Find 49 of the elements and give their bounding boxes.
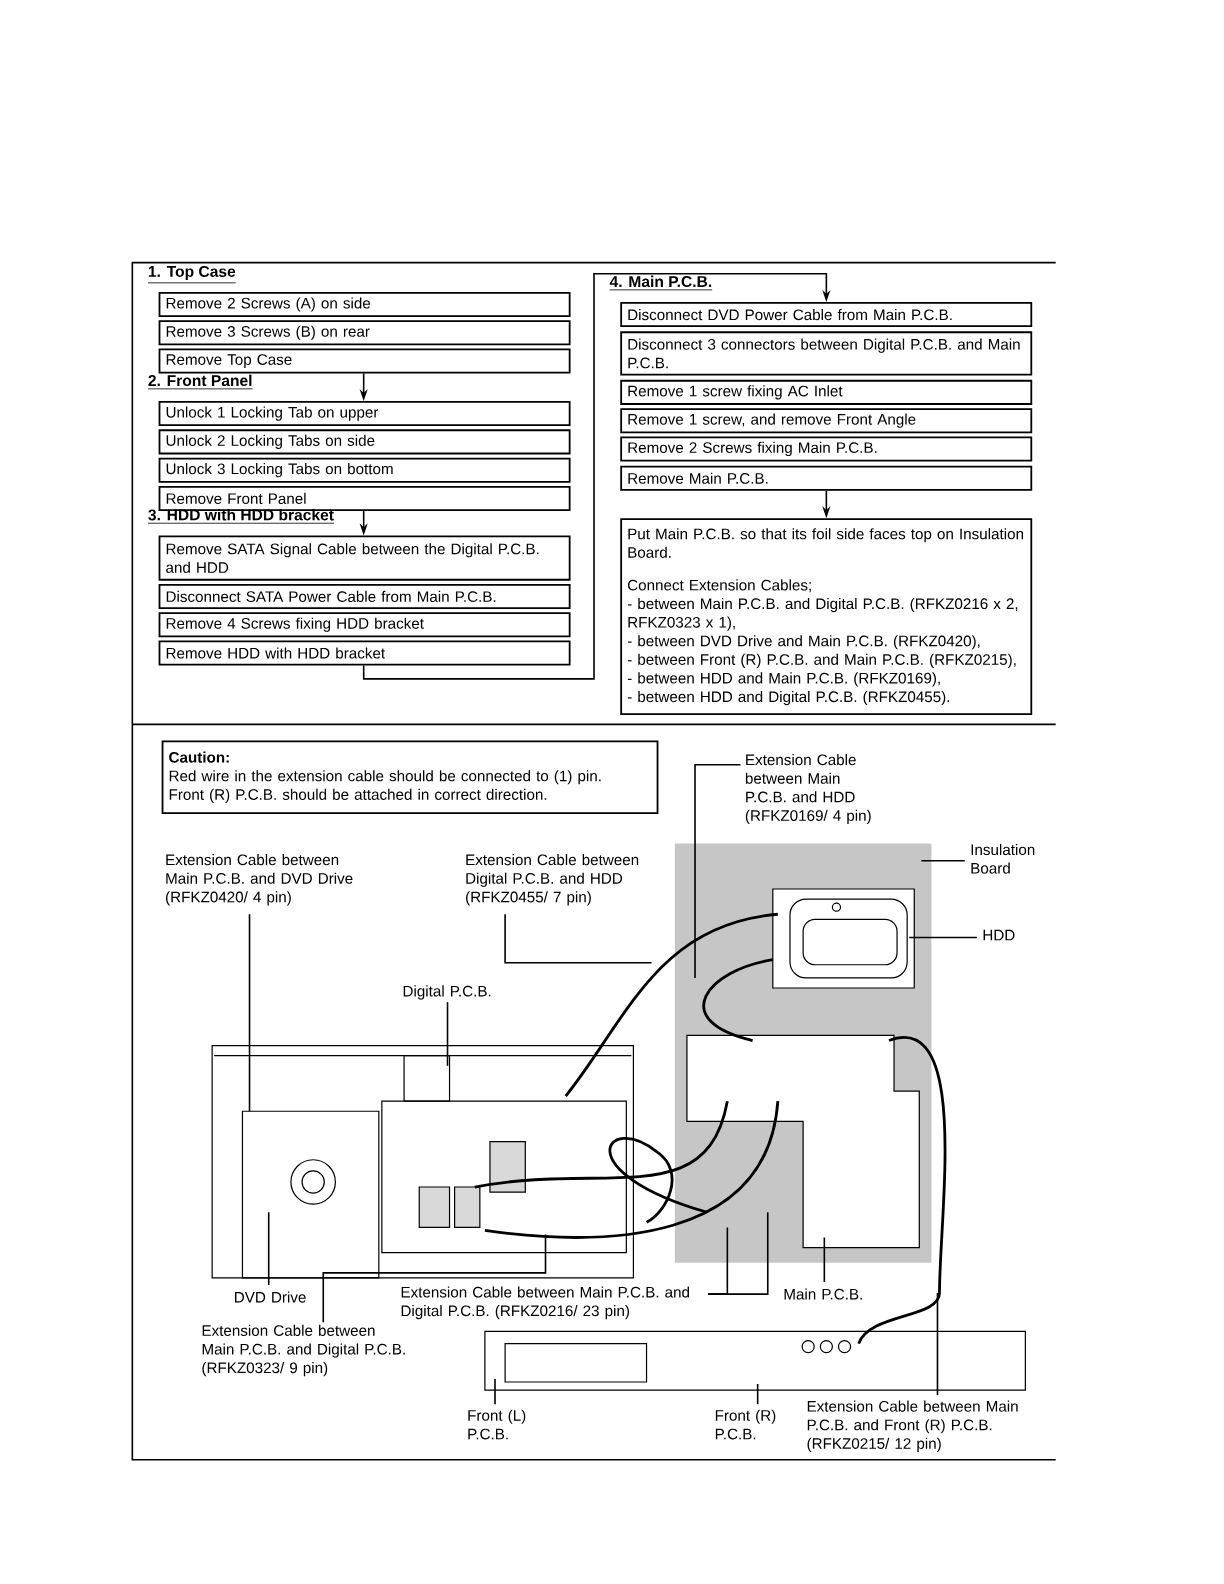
caution-box: Caution: Red wire in the extension cable should be connected to (1) pin. Front (R) P.C.B. should be attached in correct direction. bbox=[161, 740, 659, 814]
step-box: Unlock 1 Locking Tab on upper bbox=[158, 401, 571, 427]
leader-line bbox=[494, 1378, 496, 1405]
leader-line bbox=[707, 1211, 769, 1295]
callout-text: Main P.C.B. bbox=[784, 1288, 862, 1300]
step-box: Remove 2 Screws fixing Main P.C.B. bbox=[620, 436, 1033, 462]
step-box: Remove 2 Screws (A) on side bbox=[158, 291, 571, 317]
step-box: Remove HDD with HDD bracket bbox=[158, 640, 571, 666]
step-box: Remove Top Case bbox=[158, 348, 571, 374]
leader-line bbox=[248, 913, 251, 1113]
callout-text: Front (R) P.C.B. bbox=[715, 1409, 776, 1440]
step-box: Remove SATA Signal Cable between the Digital P.C.B. and HDD bbox=[158, 535, 571, 581]
leader-line bbox=[756, 1383, 759, 1405]
callout-text: Extension Cable between Main P.C.B. and Digital P.C.B. (RFKZ0216/ 23 pin) bbox=[401, 1286, 689, 1320]
leader-line bbox=[446, 1001, 449, 1067]
callout-text: Digital P.C.B. bbox=[403, 985, 491, 1000]
section-heading: 1. Top Case bbox=[147, 265, 236, 284]
leader-line bbox=[920, 859, 966, 862]
callout-text: Insulation Board bbox=[971, 843, 1035, 874]
leader-line bbox=[694, 763, 742, 979]
callout-text: Front (L) P.C.B. bbox=[468, 1409, 526, 1440]
section-heading: 2. Front Panel bbox=[147, 374, 253, 390]
leader-line bbox=[823, 1236, 825, 1283]
step-box: Unlock 2 Locking Tabs on side bbox=[158, 429, 571, 455]
step-box: Disconnect DVD Power Cable from Main P.C.B. bbox=[620, 302, 1033, 328]
leader-line bbox=[504, 913, 653, 964]
step-box: Disconnect 3 connectors between Digital P.C.B. and Main P.C.B. bbox=[620, 331, 1033, 376]
callout-text: HDD bbox=[983, 929, 1015, 941]
callout-text: Extension Cable between Digital P.C.B. and HDD (RFKZ0455/ 7 pin) bbox=[465, 854, 638, 906]
leader-line bbox=[908, 936, 978, 939]
step-box: Remove 1 screw, and remove Front Angle bbox=[620, 408, 1033, 434]
callout-text: Extension Cable between Main P.C.B. and Front (R) P.C.B. (RFKZ0215/ 12 pin) bbox=[807, 1400, 1018, 1452]
instruction-box: Put Main P.C.B. so that its foil side faces top on Insulation Board. Connect Extension Cables; - between Main P.C.B. and Digital P.C.B. (RFKZ0216 x 2, RFKZ0323 x 1), - between DVD Drive and Main P.C.B. (RFKZ0420), - between Front (R) P.C.B. and Main P.C.B. (RFKZ0215), - between HDD and Main P.C.B. (RFKZ0169), - between HDD and Digital P.C.B. (RFKZ0455). bbox=[620, 518, 1033, 716]
step-box: Remove 3 Screws (B) on rear bbox=[158, 320, 571, 346]
step-box: Remove Front Panel bbox=[158, 485, 571, 511]
leader-line bbox=[267, 1211, 270, 1286]
callout-text: DVD Drive bbox=[234, 1291, 306, 1303]
leader-line bbox=[322, 1233, 547, 1324]
step-box: Remove 1 screw fixing AC Inlet bbox=[620, 379, 1033, 405]
callout-text: Extension Cable between Main P.C.B. and HDD (RFKZ0169/ 4 pin) bbox=[745, 754, 871, 824]
arrow bbox=[362, 272, 831, 680]
step-box: Unlock 3 Locking Tabs on bottom bbox=[158, 457, 571, 483]
step-box: Remove 4 Screws fixing HDD bracket bbox=[158, 612, 571, 638]
callout-text: Extension Cable between Main P.C.B. and Digital P.C.B. (RFKZ0323/ 9 pin) bbox=[202, 1324, 405, 1377]
callout-text: Extension Cable between Main P.C.B. and DVD Drive (RFKZ0420/ 4 pin) bbox=[165, 854, 353, 906]
step-box: Disconnect SATA Power Cable from Main P.C.B. bbox=[158, 583, 571, 609]
step-box: Remove Main P.C.B. bbox=[620, 465, 1033, 491]
leader-line bbox=[936, 1292, 939, 1396]
section-heading: 4. Main P.C.B. bbox=[609, 275, 713, 291]
